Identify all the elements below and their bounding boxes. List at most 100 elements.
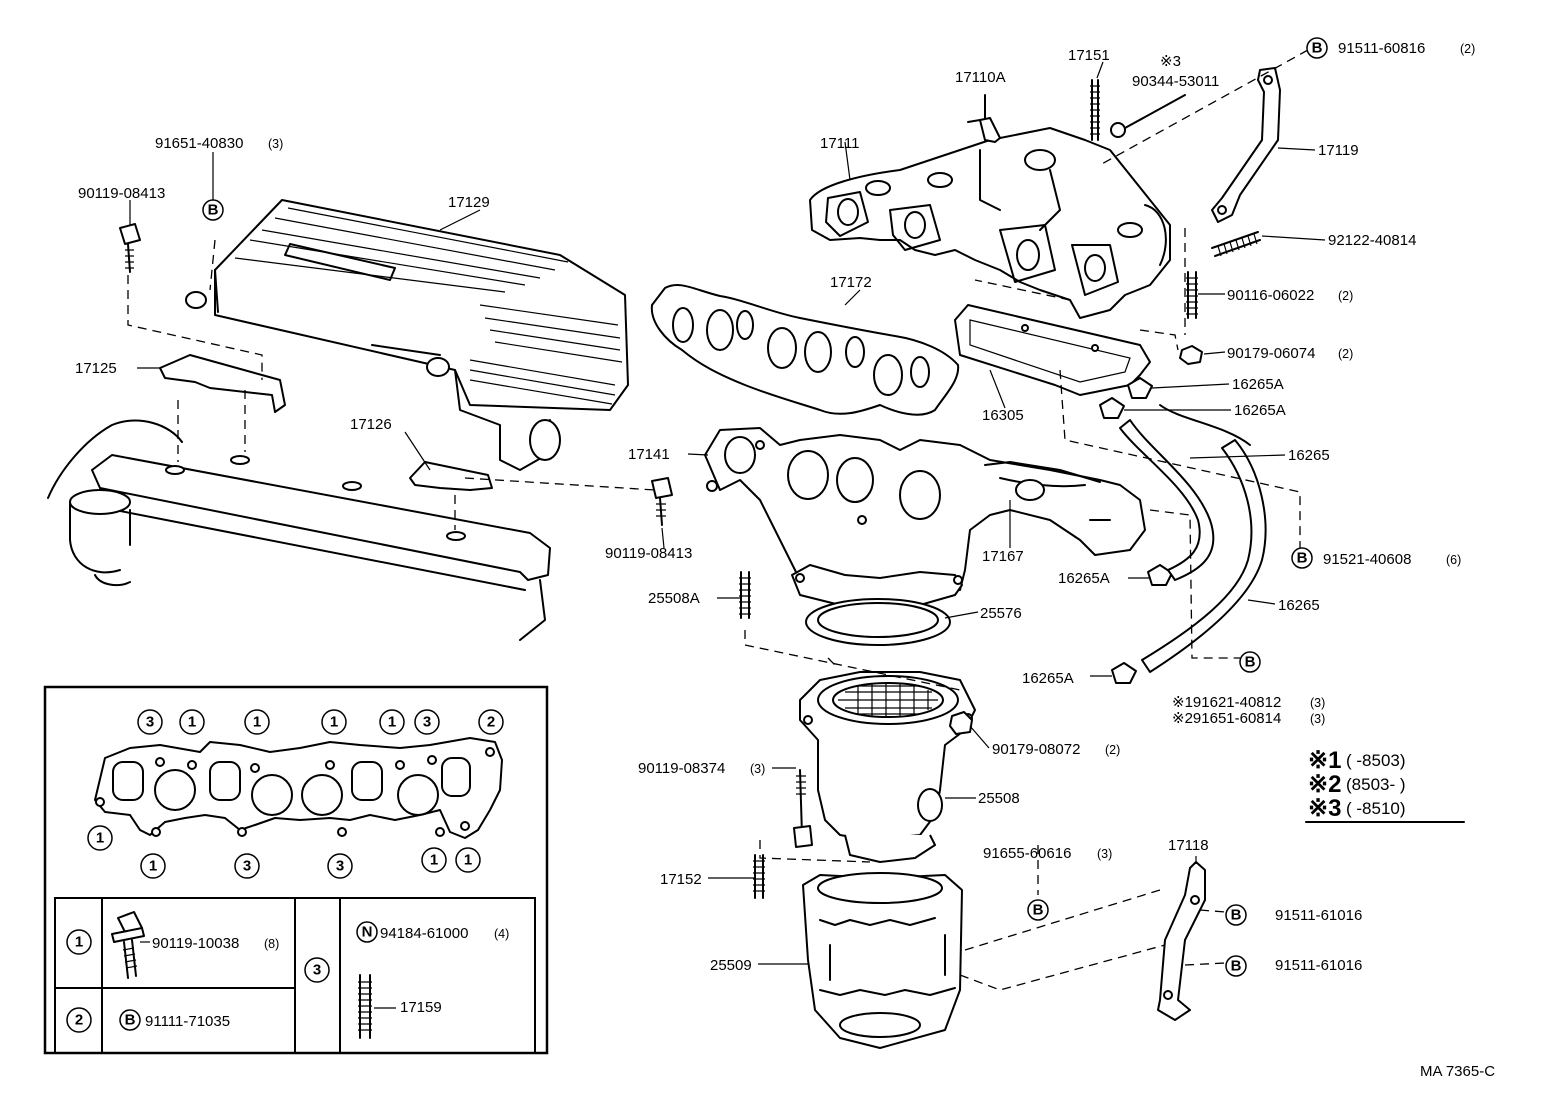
label-90344-53011: 90344-53011 <box>1132 73 1219 90</box>
guide-lines-left <box>127 239 656 530</box>
svg-text:B: B <box>125 1012 136 1029</box>
inset-bottom-callouts: 1 1 3 3 1 1 <box>87 825 481 879</box>
nut-90179-06074 <box>1179 345 1203 365</box>
stud-25508A <box>739 571 751 619</box>
label-92122-40814: 92122-40814 <box>1328 232 1416 249</box>
label-17125: 17125 <box>75 360 117 377</box>
bolt-90119-08413-b <box>651 477 673 526</box>
label-90179-08072-qty: (2) <box>1105 743 1120 757</box>
heat-insulator-16305 <box>954 304 1151 396</box>
stud-17151 <box>1090 79 1100 141</box>
svg-text:B: B <box>208 202 219 219</box>
label-17111: 17111 <box>820 135 860 152</box>
label-91651-40830-qty: (3) <box>268 137 283 151</box>
inset-row3-part-b: 17159 <box>400 999 442 1016</box>
legend-range-1: ( -8503) <box>1346 751 1406 770</box>
production-date-legend: ※1 ( -8503) ※2 (8503- ) ※3 ( -8510) <box>1305 747 1465 823</box>
b-mark-91621-40812: B <box>1239 651 1261 673</box>
legend-range-3: ( -8510) <box>1346 799 1406 818</box>
label-91511-60816: 91511-60816 <box>1338 40 1425 57</box>
bracket-17125 <box>159 354 286 413</box>
inset-fastener-table: 1 2 3 90119-10038 (8) B 91111-71035 N 94… <box>54 897 536 1054</box>
label-91511-61016-a: 91511-61016 <box>1275 907 1362 924</box>
svg-text:1: 1 <box>330 714 338 731</box>
intake-manifold-17111 <box>809 127 1171 319</box>
inset-row1-part: 90119-10038 <box>152 935 239 952</box>
nut-90179-08072 <box>949 711 973 735</box>
svg-text:3: 3 <box>243 858 251 875</box>
label-25508: 25508 <box>978 790 1020 807</box>
b-mark-91651-40830: B <box>202 199 224 221</box>
label-90179-06074: 90179-06074 <box>1227 345 1315 362</box>
svg-text:N: N <box>362 924 373 941</box>
label-17118: 17118 <box>1168 837 1209 854</box>
bracket-17118 <box>1157 861 1206 1021</box>
svg-text:1: 1 <box>96 830 104 847</box>
hose-16265-upper <box>1119 404 1251 581</box>
inset-top-callouts: 3 1 1 1 1 3 2 <box>137 709 504 735</box>
clamp-16265A-3 <box>1147 564 1173 586</box>
cylinder-head-outline <box>47 419 551 641</box>
label-91511-61016-b: 91511-61016 <box>1275 957 1362 974</box>
stud-17152 <box>753 854 765 899</box>
gasket-fastener-inset: 3 1 1 1 1 3 2 1 1 3 3 1 1 1 2 3 <box>43 685 549 1055</box>
guide-lines-right <box>744 49 1309 991</box>
label-25576: 25576 <box>980 605 1022 622</box>
label-90119-08374-qty: (3) <box>750 762 765 776</box>
legend-mark-2: ※2 <box>1308 771 1341 798</box>
b-mark-91655-60616: B <box>1027 899 1049 921</box>
label-90179-08072: 90179-08072 <box>992 741 1080 758</box>
label-90119-08413-a: 90119-08413 <box>78 185 165 202</box>
svg-text:3: 3 <box>336 858 344 875</box>
plug-90344-53011 <box>1110 94 1186 138</box>
svg-text:B: B <box>1231 907 1242 924</box>
label-16265-2: 16265 <box>1278 597 1320 614</box>
svg-text:B: B <box>1245 654 1256 671</box>
catalytic-converter-25508 <box>799 671 976 863</box>
bolt-90119-08374 <box>793 769 813 848</box>
label-17152: 17152 <box>660 871 702 888</box>
clamp-16265A-1 <box>1127 377 1153 399</box>
gasket-25576 <box>805 598 951 646</box>
label-90119-08413-b: 90119-08413 <box>605 545 692 562</box>
svg-text:3: 3 <box>423 714 431 731</box>
intake-gasket-17172 <box>650 284 960 416</box>
inset-row1-qty: (8) <box>264 937 279 951</box>
legend-mark-1: ※1 <box>1308 747 1341 774</box>
plug-17110A <box>967 94 1001 143</box>
legend-mark-3: ※3 <box>1308 795 1341 822</box>
svg-text:1: 1 <box>149 858 157 875</box>
heat-insulator-25509 <box>802 872 963 1049</box>
stud-92122-40814 <box>1211 231 1261 257</box>
label-91651-60814-qty: (3) <box>1310 712 1325 726</box>
clamp-16265A-2 <box>1099 397 1125 419</box>
label-16265A-1: 16265A <box>1232 376 1284 393</box>
svg-text:1: 1 <box>464 852 472 869</box>
label-90179-06074-qty: (2) <box>1338 347 1353 361</box>
b-mark-91521-40608: B <box>1291 547 1313 569</box>
bracket-17119 <box>1211 67 1281 223</box>
exhaust-manifold-17141 <box>704 427 1146 601</box>
label-91521-40608: 91521-40608 <box>1323 551 1411 568</box>
label-91655-60616-qty: (3) <box>1097 847 1112 861</box>
label-90116-06022: 90116-06022 <box>1227 287 1314 304</box>
label-17167: 17167 <box>982 548 1024 565</box>
leader-lines <box>129 61 1326 965</box>
label-91651-60814: ※291651-60814 <box>1172 710 1281 727</box>
legend-range-2: (8503- ) <box>1346 775 1406 794</box>
label-16265A-3: 16265A <box>1058 570 1110 587</box>
label-90116-06022-qty: (2) <box>1338 289 1353 303</box>
label-90119-08374: 90119-08374 <box>638 760 725 777</box>
label-17172: 17172 <box>830 274 872 291</box>
svg-text:B: B <box>1033 902 1044 919</box>
label-91521-40608-qty: (6) <box>1446 553 1461 567</box>
b-mark-91511-61016-b: B <box>1225 955 1247 977</box>
label-17110A: 17110A <box>955 69 1006 86</box>
b-mark-91511-60816: B <box>1306 37 1328 59</box>
svg-text:B: B <box>1297 550 1308 567</box>
clamp-16265A-4 <box>1111 662 1137 684</box>
svg-text:1: 1 <box>75 934 83 951</box>
b-mark-91511-61016-a: B <box>1225 904 1247 926</box>
svg-text:3: 3 <box>146 714 154 731</box>
